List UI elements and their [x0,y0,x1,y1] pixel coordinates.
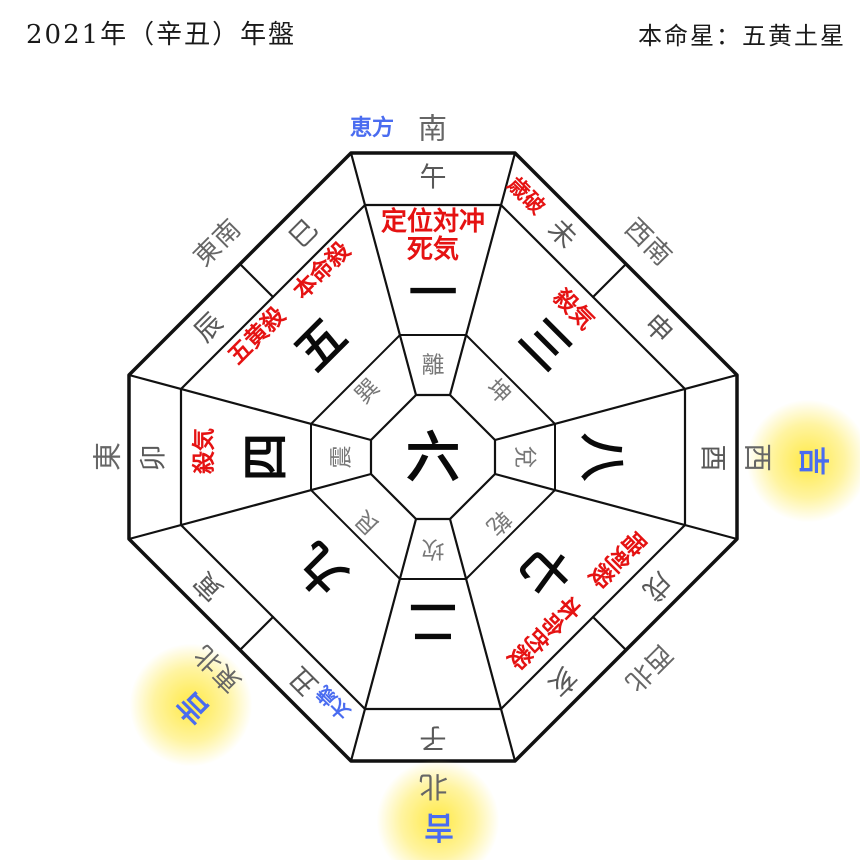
sector-divider-lines [127,151,739,763]
annotation-sakki-east: 殺気 [191,428,218,474]
trigram-ri: 離 [421,352,445,379]
annotation-shiki: 死気 [406,235,460,265]
star-number-west: 八 [574,432,630,482]
branch-divider-ticks [238,262,628,652]
honmei-star-label: 本命星：五黄土星 [638,22,846,50]
trigram-kan: 坎 [421,535,445,562]
branch-label-tori: 酉 [696,444,728,472]
eho-label: 恵方 [349,116,395,141]
lucky-glow-north [376,759,500,860]
branch-label-uma: 午 [419,162,447,194]
direction-label-east: 東 [90,440,125,472]
direction-label-south: 南 [417,111,449,146]
star-number-south: 一 [408,265,458,321]
star-number-north: 二 [408,593,458,649]
annotation-teii-taichu: 定位対冲 [380,207,486,237]
page-title: 2021年（辛丑）年盤 [26,20,297,50]
lucky-mark-west: 吉 [795,446,830,476]
branch-label-u: 卯 [138,444,170,472]
trigram-da: 兌 [511,445,538,469]
center-star-number: 六 [406,425,460,489]
direction-label-north: 北 [417,769,449,804]
star-number-east: 四 [238,432,294,482]
lucky-glow-northeast [129,643,253,767]
lucky-mark-north: 吉 [424,809,454,844]
trigram-shin: 震 [328,445,355,469]
direction-label-west: 西 [740,442,775,474]
lucky-glow-west [746,399,860,523]
branch-label-ne: 子 [419,721,447,753]
